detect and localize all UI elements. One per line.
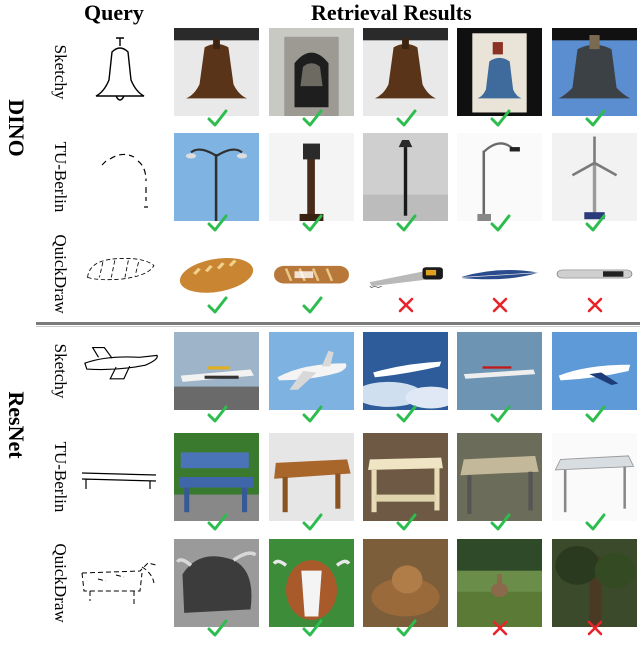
result-streetlight-photo [363,133,448,221]
correct-check-icon [206,404,228,424]
correct-check-icon [489,512,511,532]
dataset-label-tu-berlin: TU-Berlin [51,441,70,513]
correct-check-icon [301,213,323,233]
correct-check-icon [584,512,606,532]
group-divider-shadow [36,326,640,327]
group-label-resnet: ResNet [4,391,29,459]
result-deer-photo [457,539,542,627]
correct-check-icon [301,108,323,128]
results-header: Retrieval Results [311,0,472,25]
query-bench-sketch [76,433,162,521]
result-turboprop-photo [457,332,542,410]
correct-check-icon [301,512,323,532]
result-baguette-photo [269,240,354,308]
incorrect-cross-icon [584,618,606,638]
dataset-label-sketchy: Sketchy [51,343,70,399]
result-bell-photo [174,28,259,116]
correct-check-icon [489,404,511,424]
incorrect-cross-icon [489,618,511,638]
result-blue-bench-photo [174,433,259,521]
incorrect-cross-icon [489,295,511,315]
group-divider [36,322,640,325]
correct-check-icon [206,108,228,128]
correct-check-icon [395,108,417,128]
result-jet-photo [552,332,637,410]
dataset-label-sketchy: Sketchy [51,44,70,100]
result-blue-bell-photo [457,28,542,116]
query-bell-sketch [76,28,162,116]
correct-check-icon [206,512,228,532]
result-feather-photo [457,240,542,308]
correct-check-icon [301,404,323,424]
query-header: Query [84,0,144,25]
correct-check-icon [206,213,228,233]
result-airliner-clouds-photo [363,332,448,410]
dataset-label-quickdraw: QuickDraw [51,234,70,314]
result-bell-photo [363,28,448,116]
query-streetlight-sketch [76,133,162,221]
result-slat-table-photo [457,433,542,521]
correct-check-icon [395,512,417,532]
group-label-dino: DINO [4,99,29,157]
result-wind-turbine-photo [552,133,637,221]
result-airliner-photo [269,332,354,410]
result-cow-painting-photo [269,539,354,627]
result-curved-streetlight-photo [457,133,542,221]
incorrect-cross-icon [584,295,606,315]
query-bread-sketch [76,240,162,308]
result-wooden-table-photo [269,433,354,521]
correct-check-icon [395,213,417,233]
result-lamp-post-photo [269,133,354,221]
result-chainsaw-bar-photo [552,240,637,308]
correct-check-icon [206,618,228,638]
correct-check-icon [584,213,606,233]
correct-check-icon [206,295,228,315]
correct-check-icon [489,108,511,128]
result-double-streetlight-photo [174,133,259,221]
result-white-table-photo [363,433,448,521]
result-bell-tower-photo [269,28,354,116]
result-propeller-plane-photo [174,332,259,410]
dataset-label-quickdraw: QuickDraw [51,543,70,623]
correct-check-icon [395,404,417,424]
dataset-label-tu-berlin: TU-Berlin [51,141,70,213]
result-tree-photo [552,539,637,627]
result-handsaw-photo [363,240,448,308]
correct-check-icon [395,618,417,638]
query-cow-sketch [76,539,162,627]
result-glass-table-photo [552,433,637,521]
result-bread-loaf-photo [174,240,259,308]
correct-check-icon [489,213,511,233]
query-airplane-sketch [76,332,162,410]
result-highland-cow-photo [174,539,259,627]
correct-check-icon [584,108,606,128]
result-large-bell-photo [552,28,637,116]
correct-check-icon [584,404,606,424]
result-calf-photo [363,539,448,627]
incorrect-cross-icon [395,295,417,315]
correct-check-icon [301,295,323,315]
correct-check-icon [301,618,323,638]
